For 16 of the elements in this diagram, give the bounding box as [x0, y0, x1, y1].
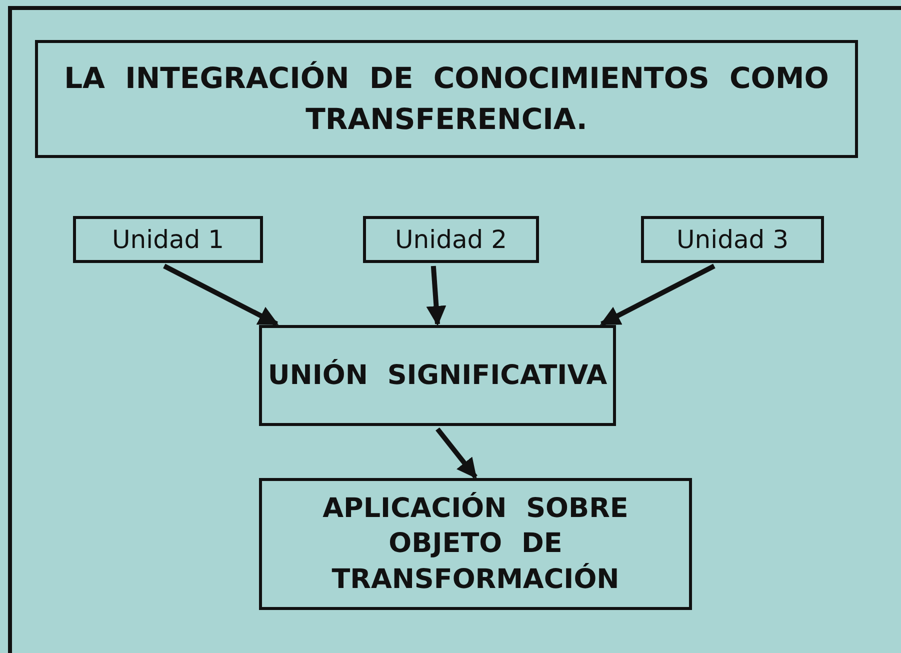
title-box: [35, 40, 858, 158]
unit-box: [363, 216, 539, 263]
arrow: [163, 264, 279, 326]
result-box: [259, 478, 692, 610]
box-label: Unidad 2: [395, 225, 507, 254]
unit-box: [641, 216, 824, 263]
box-label: APLICACIÓN SOBRE OBJETO DE TRANSFORMACIÓN: [322, 491, 630, 597]
arrow: [600, 264, 716, 326]
arrow: [426, 266, 446, 326]
box-label: Unidad 1: [112, 225, 224, 254]
process-box: [259, 325, 616, 426]
box-label: LA INTEGRACIÓN DE CONOCIMIENTOS COMO TRANSFERENCIA.: [63, 60, 830, 138]
box-label: UNIÓN SIGNIFICATIVA: [268, 358, 608, 393]
arrow: [436, 427, 478, 479]
unit-box: [73, 216, 263, 263]
box-label: Unidad 3: [676, 225, 788, 254]
